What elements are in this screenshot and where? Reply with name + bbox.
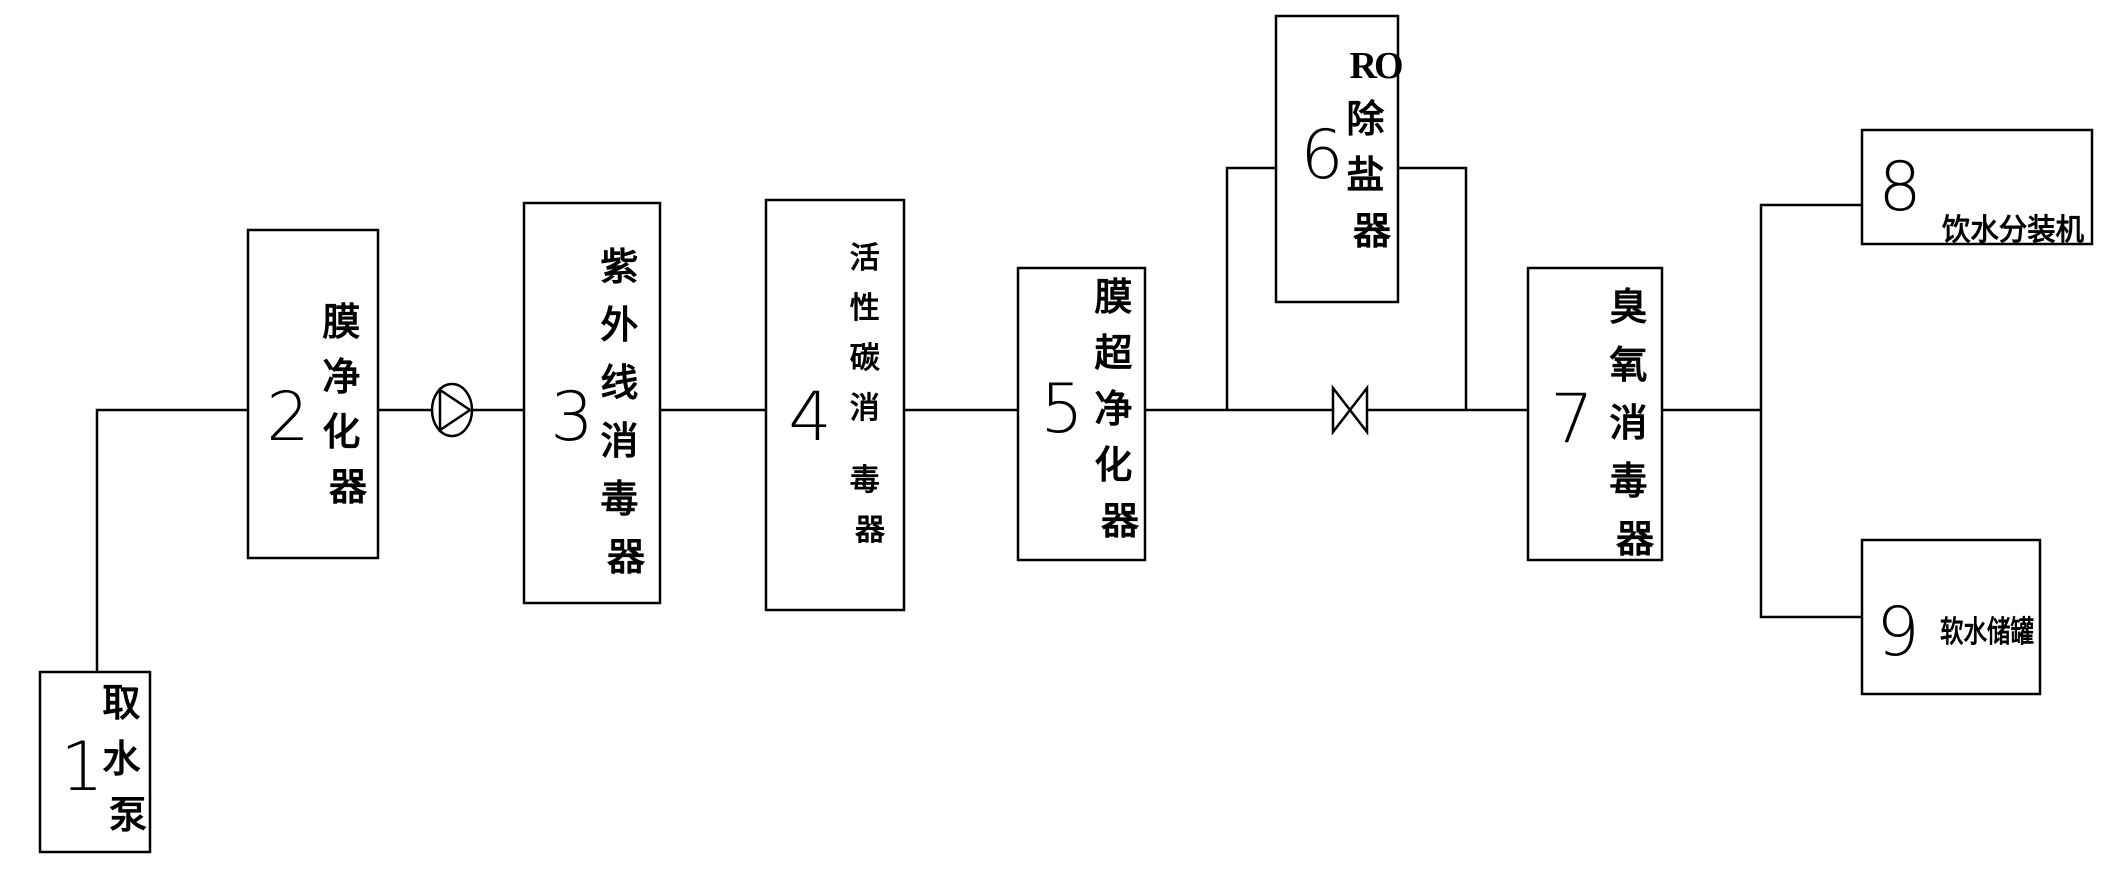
unit-6-char-2: 器 [1353,209,1392,253]
unit-7-char-2: 消 [1609,401,1647,445]
unit-7-label: 臭 氧 消 毒 器 [1609,285,1660,561]
unit-5-char-3: 化 [1094,443,1132,487]
unit-3-label: 紫 外 线 消 毒 器 [600,245,651,579]
unit-6-char-0: 除 [1346,97,1385,141]
unit-1-box: 1 取 水 泵 [38,670,153,854]
unit-2-char-3: 器 [329,465,368,509]
unit-3-char-2: 线 [600,361,638,405]
unit-8-number: 8 [1878,148,1921,227]
unit-3-char-4: 毒 [600,477,638,521]
unit-1-char-2: 泵 [109,793,147,837]
unit-6-label: 除 盐 器 [1346,97,1397,253]
unit-5-char-2: 净 [1094,387,1132,431]
unit-5-char-0: 膜 [1094,275,1132,319]
unit-7-char-3: 毒 [1609,459,1647,503]
unit-1-char-1: 水 [102,737,141,781]
unit-7-number: 7 [1550,380,1593,459]
pipes [95,166,1862,672]
unit-3-char-1: 外 [600,303,638,347]
unit-7-char-0: 臭 [1609,285,1647,329]
unit-3-char-3: 消 [600,419,638,463]
unit-4-char-1: 性 [850,291,880,326]
unit-2-char-1: 净 [322,355,360,399]
unit-2-number: 2 [266,378,309,457]
unit-4-char-5: 器 [854,513,886,548]
unit-6-box: 6 RO 除 盐 器 [1274,14,1405,304]
unit-5-char-1: 超 [1094,331,1133,375]
unit-8-label: 饮水分装机 [1941,213,2084,248]
pump-icon [430,382,474,438]
unit-2-box: 2 膜 净 化 器 [246,228,380,560]
unit-4-char-4: 毒 [850,463,880,498]
unit-1-label: 取 水 泵 [102,681,153,837]
unit-5-box: 5 膜 超 净 化 器 [1016,266,1147,562]
unit-6-label-top: RO [1350,45,1402,87]
unit-3-char-0: 紫 [600,245,638,289]
unit-5-char-4: 器 [1101,499,1140,543]
unit-2-char-2: 化 [322,410,360,454]
pipe-1-2 [95,408,248,672]
unit-5-number: 5 [1040,370,1083,449]
valve-icon [1331,384,1369,436]
unit-4-number: 4 [788,378,831,457]
unit-1-char-0: 取 [102,681,140,725]
unit-4-char-2: 碳 [850,341,881,376]
unit-4-box: 4 活 性 碳 消 毒 器 [764,198,906,612]
unit-1-number: 1 [60,728,103,807]
unit-6-number: 6 [1300,116,1343,195]
unit-3-box: 3 紫 外 线 消 毒 器 [522,201,662,605]
unit-8-box: 8 饮水分装机 [1860,128,2094,248]
unit-4-label: 活 性 碳 消 毒 器 [850,241,890,548]
pipe-split-8 [1759,203,1862,410]
pipe-bypass-to-6 [1225,166,1276,410]
pipe-6-bypass-return [1398,166,1468,410]
unit-7-box: 7 臭 氧 消 毒 器 [1526,266,1664,562]
unit-5-label: 膜 超 净 化 器 [1094,275,1145,543]
unit-9-box: 9 软水储罐 [1860,538,2042,696]
unit-4-char-0: 活 [850,241,880,276]
unit-3-char-5: 器 [607,535,646,579]
pipe-split-9 [1759,410,1862,619]
unit-3-number: 3 [550,378,593,457]
unit-7-char-4: 器 [1616,517,1655,561]
unit-6-char-1: 盐 [1346,153,1384,197]
unit-9-number: 9 [1876,593,1919,672]
unit-2-char-0: 膜 [322,300,360,344]
unit-4-char-3: 消 [850,391,880,426]
unit-7-char-1: 氧 [1609,343,1647,387]
unit-2-label: 膜 净 化 器 [322,300,373,509]
unit-9-label: 软水储罐 [1940,615,2034,650]
